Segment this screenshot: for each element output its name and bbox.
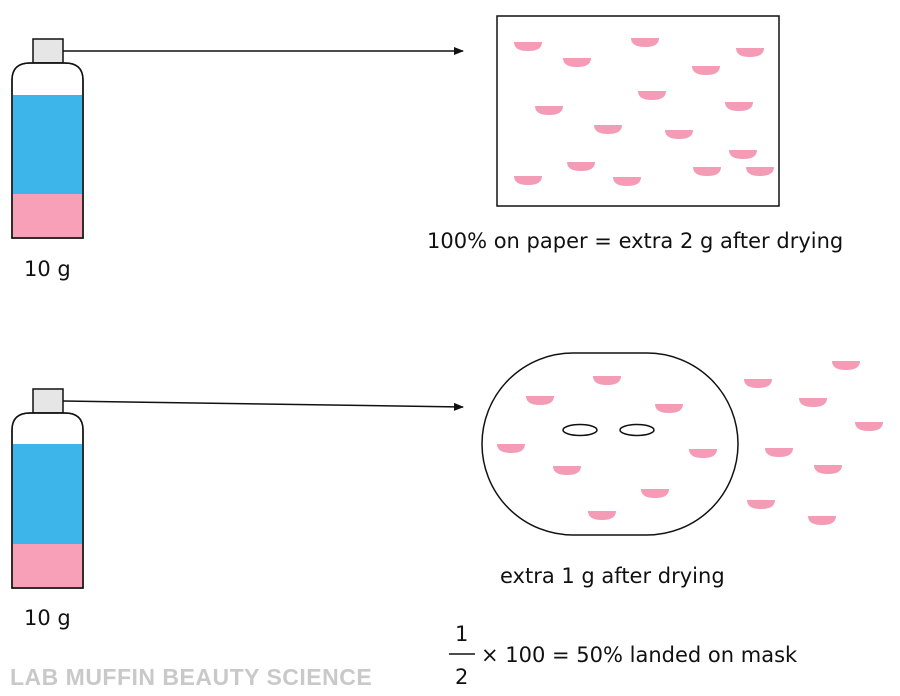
droplet-shape — [638, 91, 666, 100]
paper-result-caption: 100% on paper = extra 2 g after drying — [427, 229, 844, 253]
blue-liquid-layer — [13, 444, 82, 544]
droplet-shape — [497, 444, 525, 453]
spray-bottle-bottom — [11, 388, 84, 589]
droplet-shape — [514, 42, 542, 51]
droplet-shape — [746, 167, 774, 176]
droplet-shape — [808, 516, 836, 525]
fraction-numerator: 1 — [455, 622, 469, 646]
droplet-shape — [855, 422, 883, 431]
watermark-logo-text: LAB MUFFIN BEAUTY SCIENCE — [10, 664, 373, 690]
droplet-shape — [747, 500, 775, 509]
percentage-equation: × 100 = 50% landed on mask — [481, 643, 798, 667]
mask-eye-hole-right — [619, 423, 655, 437]
spray-nozzle-cap — [32, 388, 64, 414]
droplet-shape — [729, 150, 757, 159]
droplet-shape — [725, 102, 753, 111]
droplet-shape — [665, 130, 693, 139]
spray-bottle-top — [11, 38, 84, 239]
droplet-shape — [689, 449, 717, 458]
paper-droplets — [514, 38, 774, 186]
droplet-shape — [613, 177, 641, 186]
droplet-shape — [736, 48, 764, 57]
droplet-shape — [514, 176, 542, 185]
droplet-shape — [814, 465, 842, 474]
top-bottle-mass-label: 10 g — [24, 257, 71, 281]
droplet-shape — [563, 58, 591, 67]
fraction-denominator: 2 — [455, 665, 469, 689]
droplet-shape — [765, 448, 793, 457]
droplet-shape — [588, 511, 616, 520]
droplet-shape — [832, 361, 860, 370]
droplet-shape — [526, 396, 554, 405]
pink-liquid-layer — [13, 194, 82, 237]
mask-droplets — [497, 376, 717, 520]
droplet-shape — [567, 162, 595, 171]
droplet-shape — [535, 106, 563, 115]
droplet-shape — [631, 38, 659, 47]
pink-liquid-layer — [13, 544, 82, 587]
blue-liquid-layer — [13, 95, 82, 194]
mask-eye-hole-left — [562, 423, 598, 437]
droplet-shape — [641, 489, 669, 498]
bottom-bottle-mass-label: 10 g — [24, 606, 71, 630]
spray-nozzle-cap — [32, 38, 64, 64]
droplet-shape — [553, 466, 581, 475]
droplet-shape — [692, 66, 720, 75]
missed-droplets — [744, 361, 883, 525]
droplet-shape — [655, 404, 683, 413]
droplet-shape — [593, 376, 621, 385]
spray-arrow-bottom — [62, 400, 464, 411]
droplet-shape — [693, 167, 721, 176]
mask-result-caption: extra 1 g after drying — [500, 564, 725, 588]
droplet-shape — [799, 398, 827, 407]
droplet-shape — [744, 379, 772, 388]
droplet-shape — [594, 125, 622, 134]
